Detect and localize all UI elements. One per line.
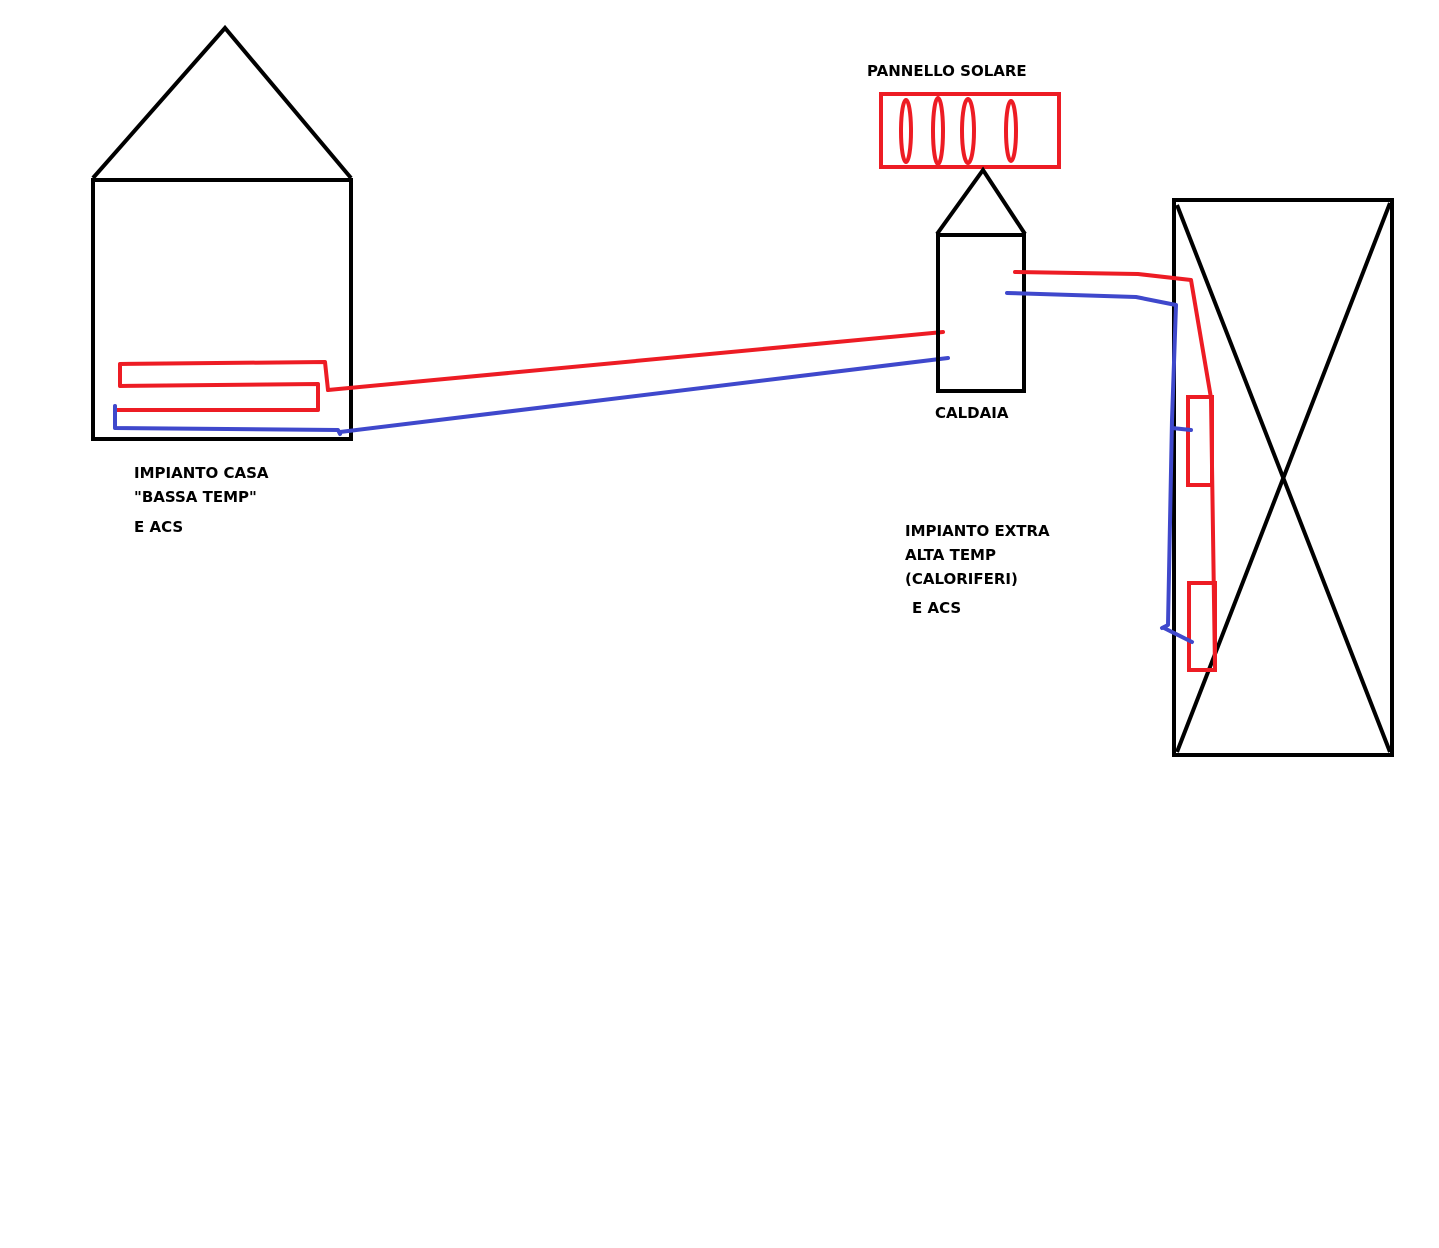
boiler-to-radiators-hot-pipe — [1013, 270, 1217, 670]
solar-panel-label: PANNELLO SOLARE — [867, 62, 1027, 80]
boiler — [935, 166, 1027, 393]
solar-panel-tube — [960, 97, 976, 165]
solar-panel — [879, 92, 1061, 169]
extra-system-label-line: E ACS — [912, 599, 962, 617]
house-roof — [91, 24, 353, 180]
extra-system-label-line: (CALORIFERI) — [905, 570, 1018, 588]
extra-building-cross-line — [1175, 202, 1392, 753]
house — [91, 24, 353, 441]
solar-panel-tube — [1004, 99, 1018, 163]
house-system-label-line: IMPIANTO CASA — [134, 464, 269, 482]
extra-system-label-line: ALTA TEMP — [905, 546, 996, 564]
extra-building — [1172, 198, 1394, 757]
extra-system-label-line: IMPIANTO EXTRA — [905, 522, 1050, 540]
boiler-top — [935, 166, 1027, 236]
house-system-label-line: "BASSA TEMP" — [134, 488, 257, 506]
house-floor-heating-hot-loop — [113, 360, 330, 412]
solar-panel-tube — [931, 96, 945, 166]
radiator — [1186, 395, 1214, 487]
solar-panel-frame — [879, 92, 1061, 169]
boiler-label: CALDAIA — [935, 404, 1009, 422]
house-system-label-line: E ACS — [134, 518, 184, 536]
radiators-cold-return-pipe — [1005, 291, 1178, 630]
radiator — [1187, 581, 1217, 672]
house-to-boiler-cold-pipe — [338, 356, 950, 434]
solar-panel-tube — [899, 98, 913, 164]
house-to-boiler-hot-pipe — [326, 330, 945, 392]
radiator-cold-connector — [1162, 626, 1194, 644]
house-walls — [91, 178, 353, 441]
extra-building-walls — [1172, 198, 1394, 757]
boiler-body — [936, 233, 1026, 393]
radiator-cold-connector — [1170, 426, 1193, 432]
